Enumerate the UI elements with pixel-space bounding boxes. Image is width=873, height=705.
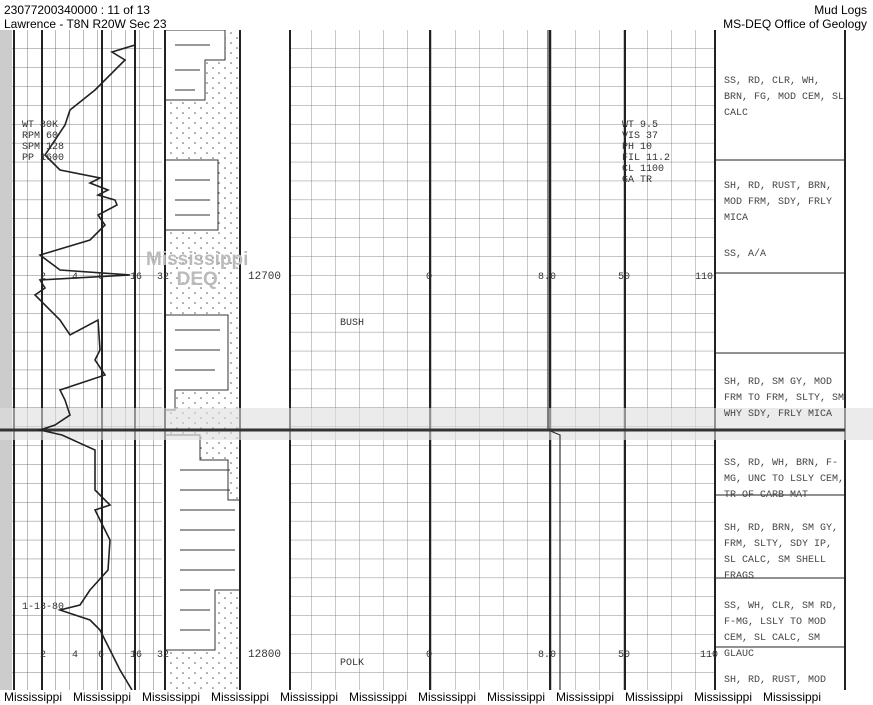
lithology-description: SS, RD, WH, BRN, F-MG, UNC TO LSLY CEM, …	[724, 458, 845, 501]
lithology-description: SS, RD, CLR, WH, BRN, FG, MOD CEM, SL CA…	[724, 76, 845, 119]
agency: MS-DEQ Office of Geology	[723, 17, 867, 31]
scale-label: 4	[72, 650, 79, 661]
scale-label: 32	[157, 272, 170, 283]
scale-label: 6	[98, 650, 105, 661]
date-note: 1-13-80	[22, 602, 65, 613]
scale-label: 6	[98, 272, 105, 283]
mark-polk: POLK	[340, 658, 365, 669]
footer-text: Mississippi	[694, 690, 753, 704]
scale-label: 0	[426, 272, 433, 283]
footer-text: Mississippi	[73, 690, 132, 704]
lithology-description: SH, RD, SM GY, MOD FRM TO FRM, SLTY, SM …	[724, 377, 845, 420]
scale-label: 110	[695, 272, 714, 283]
footer-text: Mississippi	[4, 690, 63, 704]
footer-text: Mississippi	[625, 690, 684, 704]
document-type: Mud Logs	[814, 3, 867, 17]
scale-label: 8.0	[538, 650, 557, 661]
scale-label: 50	[618, 272, 631, 283]
footer-text: Mississippi	[349, 690, 408, 704]
drill-rate-curve	[33, 30, 136, 690]
scale-label: 2	[40, 272, 47, 283]
scale-label: 50	[618, 650, 631, 661]
document-id: 23077200340000 : 11 of 13	[4, 3, 150, 17]
lithology-description: SS, WH, CLR, SM RD, F-MG, LSLY TO MOD CE…	[724, 601, 839, 660]
drill-rate-grid	[12, 30, 162, 690]
mark-bush: BUSH	[340, 318, 365, 329]
footer-text: Mississippi	[487, 690, 546, 704]
lithology-description: SH, RD, RUST, BRN, MOD FRM, SDY, FRLY MI…	[724, 181, 833, 224]
scan-artifact-band	[0, 408, 873, 440]
scale-label: 4	[72, 272, 79, 283]
footer-text: Mississippi	[280, 690, 339, 704]
depth-label: 12800	[248, 649, 282, 661]
scale-label: 32	[157, 650, 170, 661]
footer-text: Mississippi	[211, 690, 270, 704]
scale-label: 8.0	[538, 272, 557, 283]
location: Lawrence - T8N R20W Sec 23	[4, 17, 167, 31]
scale-label: 16	[130, 650, 143, 661]
mud-log-chart	[0, 30, 873, 690]
lithology-description: SS, A/A	[724, 249, 767, 260]
depth-label: 12700	[248, 271, 282, 283]
footer-watermark-row: Mississippi Mississippi Mississippi Miss…	[0, 690, 873, 705]
gas-grid	[290, 30, 715, 690]
lithology-description: SH, RD, RUST, MOD	[724, 675, 827, 686]
footer-text: Mississippi	[763, 690, 822, 704]
footer-text: Mississippi	[418, 690, 477, 704]
scan-edge	[0, 30, 12, 690]
scale-label: 2	[40, 650, 47, 661]
lithology-description: SH, RD, BRN, SM GY, FRM, SLTY, SDY IP, S…	[724, 523, 839, 582]
footer-text: Mississippi	[556, 690, 615, 704]
scale-label: 0	[426, 650, 433, 661]
scale-label: 110	[700, 650, 719, 661]
footer-text: Mississippi	[142, 690, 201, 704]
scale-label: 16	[130, 272, 143, 283]
